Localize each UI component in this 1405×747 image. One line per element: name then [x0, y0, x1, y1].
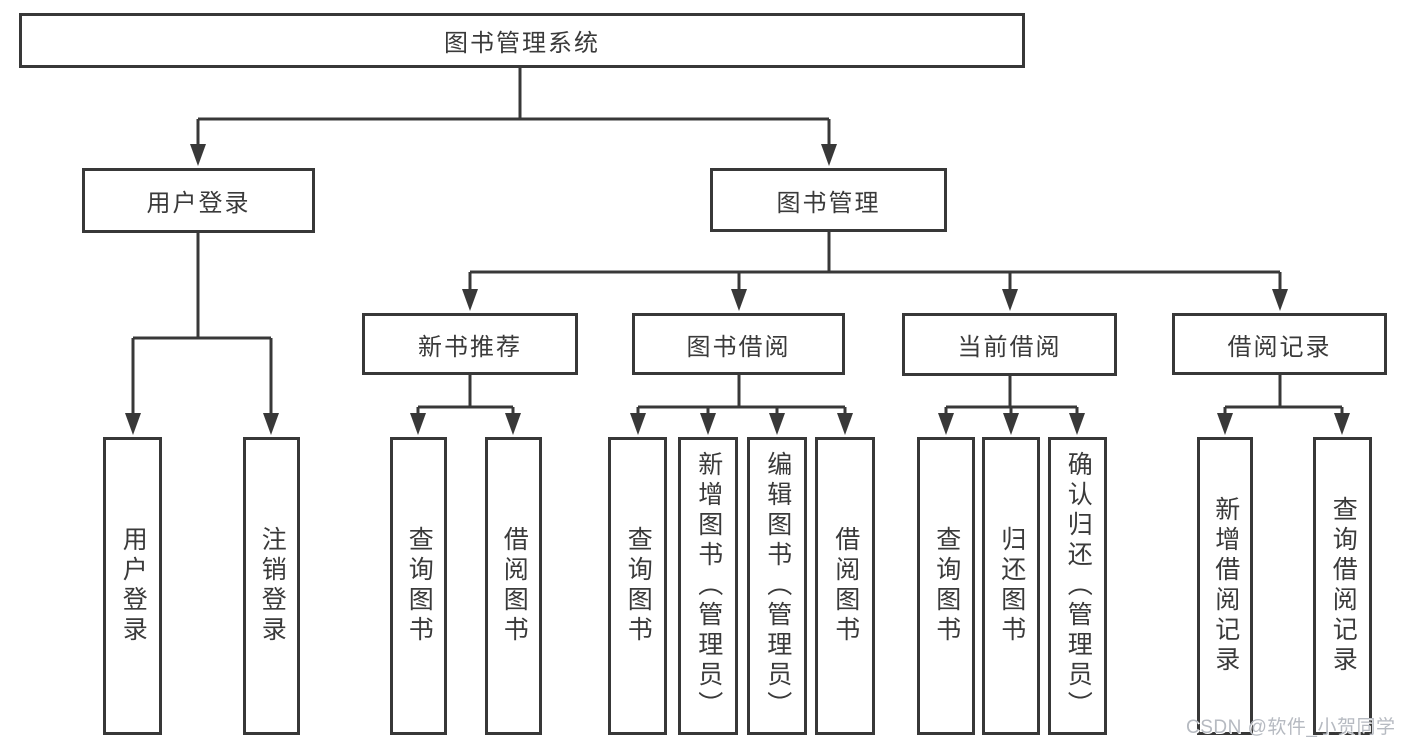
leaf-confirm-return-admin: 确认归还（管理员）: [1048, 437, 1107, 735]
node-label: 图书管理系统: [444, 30, 600, 57]
leaf-user-login: 用户登录: [103, 437, 162, 735]
node-book-borrowing: 图书借阅: [632, 313, 845, 375]
leaf-add-borrow-record: 新增借阅记录: [1197, 437, 1253, 735]
leaf-label: 查询图书: [405, 526, 434, 646]
leaf-query-books-borrow: 查询图书: [608, 437, 667, 735]
leaf-label: 确认归还（管理员）: [1064, 451, 1093, 721]
leaf-query-books-current: 查询图书: [917, 437, 975, 735]
connector-login-to-leaves: [125, 233, 279, 435]
connector-current-to-leaves: [938, 375, 1085, 435]
node-user-login: 用户登录: [82, 168, 315, 233]
leaf-label: 新增借阅记录: [1211, 496, 1240, 676]
leaf-label: 查询图书: [932, 526, 961, 646]
leaf-label: 借阅图书: [500, 526, 529, 646]
leaf-add-books-admin: 新增图书（管理员）: [678, 437, 738, 735]
leaf-label: 用户登录: [119, 526, 148, 646]
node-label: 新书推荐: [418, 333, 522, 361]
leaf-label: 查询图书: [624, 526, 653, 646]
leaf-label: 归还图书: [997, 526, 1026, 646]
connector-recommend-to-leaves: [410, 375, 521, 435]
leaf-logout: 注销登录: [243, 437, 300, 735]
leaf-label: 编辑图书（管理员）: [763, 451, 792, 721]
csdn-watermark: CSDN @软件_小贺同学: [1186, 717, 1396, 738]
leaf-label: 注销登录: [258, 526, 287, 646]
node-book-management: 图书管理: [710, 168, 947, 232]
connector-records-to-leaves: [1217, 375, 1350, 435]
leaf-return-books: 归还图书: [982, 437, 1040, 735]
node-label: 借阅记录: [1227, 333, 1332, 361]
connector-borrow-to-leaves: [630, 375, 853, 435]
leaf-label: 借阅图书: [831, 526, 860, 646]
connector-management-to-level2: [462, 232, 1288, 311]
leaf-query-books-recommend: 查询图书: [390, 437, 447, 735]
node-root-system: 图书管理系统: [19, 13, 1025, 68]
node-new-book-recommendation: 新书推荐: [362, 313, 578, 375]
leaf-label: 新增图书（管理员）: [694, 451, 723, 721]
node-label: 用户登录: [146, 190, 251, 217]
leaf-label: 查询借阅记录: [1329, 496, 1358, 676]
node-borrowing-records: 借阅记录: [1172, 313, 1387, 375]
node-label: 图书管理: [776, 189, 881, 217]
leaf-query-borrow-record: 查询借阅记录: [1313, 437, 1372, 735]
leaf-borrow-books: 借阅图书: [815, 437, 875, 735]
leaf-edit-books-admin: 编辑图书（管理员）: [747, 437, 807, 735]
node-label: 图书借阅: [686, 333, 791, 361]
node-label: 当前借阅: [957, 334, 1062, 361]
node-current-borrowing: 当前借阅: [902, 313, 1117, 376]
connector-root-to-level1: [190, 68, 837, 166]
leaf-borrow-books-recommend: 借阅图书: [485, 437, 542, 735]
